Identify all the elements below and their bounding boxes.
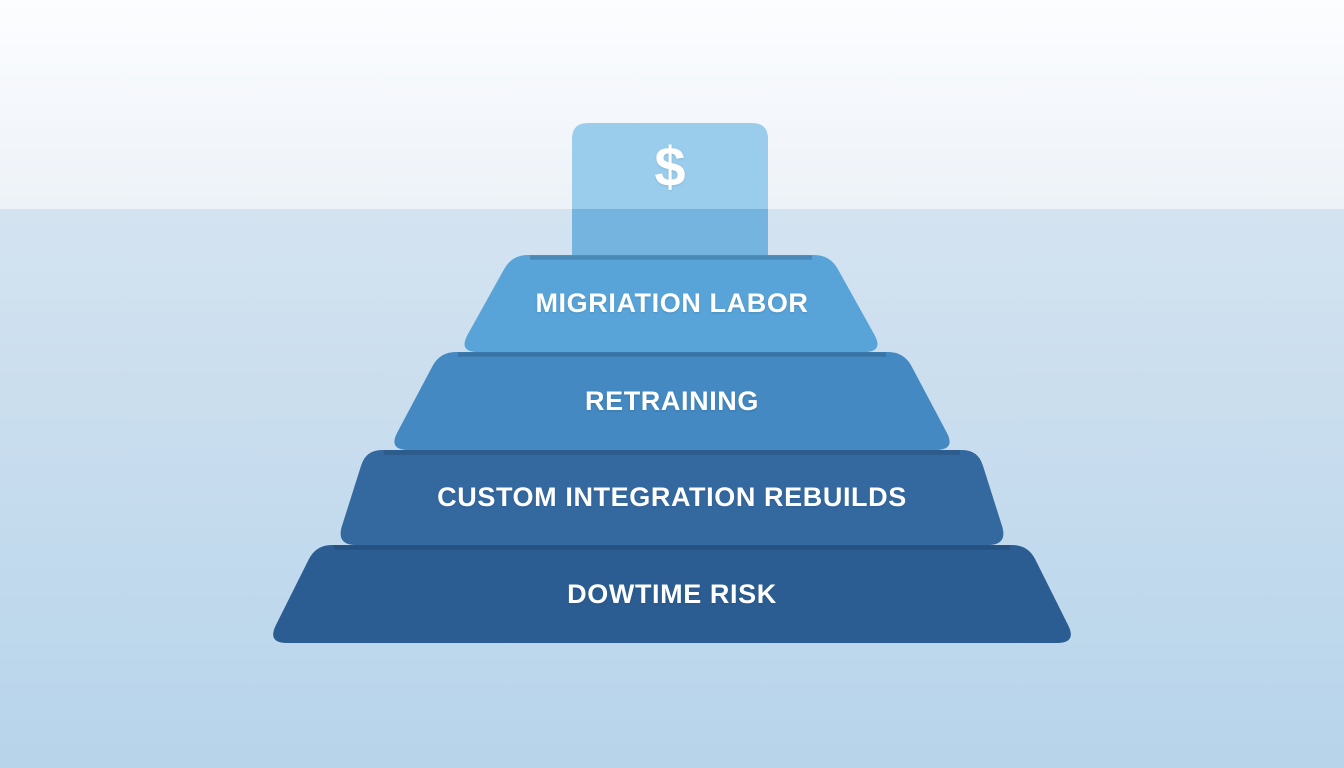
pyramid-level-3-shape (340, 450, 1004, 545)
pyramid-level-4-shape (273, 545, 1071, 643)
pyramid-top-box (572, 123, 768, 263)
pyramid-level-2-shape (394, 352, 950, 450)
pyramid-level-1-shape (464, 255, 878, 352)
